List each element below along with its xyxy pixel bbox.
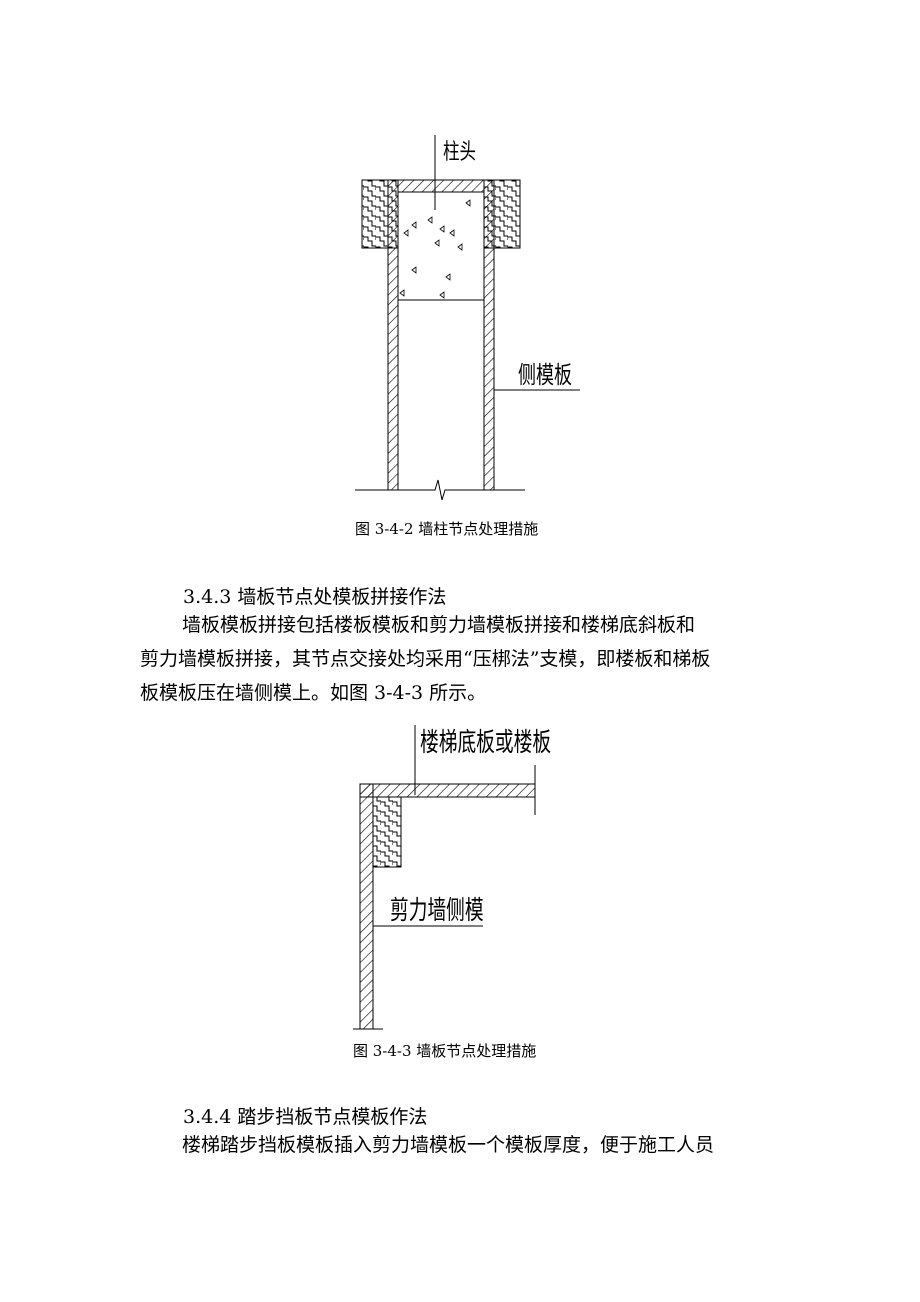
column-head-plate — [397, 179, 485, 193]
section-343-heading: 3.4.3 墙板节点处模板拼接作法 — [183, 586, 447, 608]
corner-wood-block — [372, 796, 402, 868]
section-343-line: 剪力墙模板拼接，其节点交接处均采用“压梆法”支模，即楼板和梯板 — [140, 648, 711, 670]
section-343-line: 板模板压在墙侧模上。如图 3-4-3 所示。 — [140, 682, 487, 704]
concrete-aggregate — [399, 199, 471, 299]
right-side-form — [483, 179, 495, 491]
figure2-label-side: 剪力墙侧模 — [390, 896, 484, 926]
figure1-caption: 图 3-4-2 墙柱节点处理措施 — [355, 520, 539, 538]
section-344-heading: 3.4.4 踏步挡板节点模板作法 — [183, 1106, 428, 1128]
section-343-line: 墙板模板拼接包括楼板模板和剪力墙模板拼接和楼梯底斜板和 — [182, 614, 696, 636]
stair-slab-form — [359, 783, 536, 798]
figure1-label-top: 柱头 — [443, 140, 477, 165]
shear-wall-side-form — [359, 783, 374, 1030]
figure2-label-top: 楼梯底板或楼板 — [420, 728, 552, 758]
section-344-line: 楼梯踏步挡板模板插入剪力墙模板一个模板厚度，便于施工人员 — [182, 1134, 715, 1156]
ground-break-line — [355, 479, 525, 500]
section-343-paragraph: 墙板模板拼接包括楼板模板和剪力墙模板拼接和楼梯底斜板和 剪力墙模板拼接，其节点交… — [140, 608, 800, 710]
figure2-caption: 图 3-4-3 墙板节点处理措施 — [353, 1042, 537, 1060]
section-344-paragraph: 楼梯踏步挡板模板插入剪力墙模板一个模板厚度，便于施工人员 — [140, 1128, 800, 1162]
left-side-form — [387, 179, 399, 491]
figure1-label-side: 侧模板 — [518, 361, 572, 389]
figure-3-4-3-diagram — [353, 725, 536, 1030]
figure-3-4-2-diagram — [355, 135, 580, 500]
